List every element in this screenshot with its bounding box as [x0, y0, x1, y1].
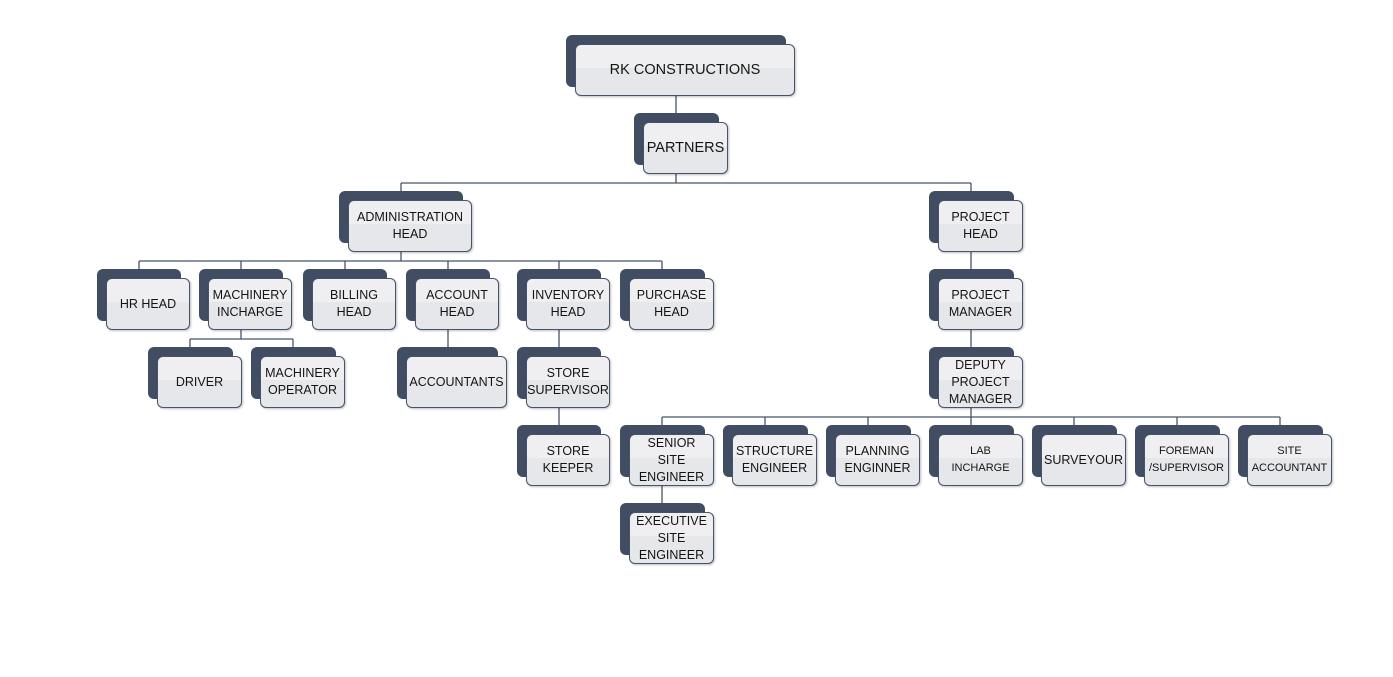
node-partners: PARTNERS	[634, 113, 728, 174]
node-label: FOREMAN /SUPERVISOR	[1149, 445, 1224, 474]
node-administration-head: ADMINISTRATION HEAD	[339, 191, 472, 252]
node-label: RK CONSTRUCTIONS	[609, 61, 761, 78]
node-rk-constructions: RK CONSTRUCTIONS	[566, 35, 795, 96]
node-label: STRUCTURE ENGINEER	[735, 444, 814, 475]
node-project-head: PROJECT HEAD	[929, 191, 1023, 252]
node-label: STORE KEEPER	[542, 444, 594, 475]
node-label: INVENTORY HEAD	[531, 288, 605, 319]
node-inventory-head: INVENTORY HEAD	[517, 269, 610, 330]
node-label: LAB INCHARGE	[951, 445, 1010, 474]
node-label: DRIVER	[175, 374, 224, 389]
node-structure-engineer: STRUCTURE ENGINEER	[723, 425, 817, 486]
node-project-manager: PROJECT MANAGER	[929, 269, 1023, 330]
node-foreman-supervisor: FOREMAN /SUPERVISOR	[1135, 425, 1229, 486]
node-purchase-head: PURCHASE HEAD	[620, 269, 714, 330]
node-label: ACCOUNTANTS	[409, 374, 504, 389]
node-label: BILLING HEAD	[330, 288, 378, 319]
node-label: EXECUTIVE SITE ENGINEER	[636, 513, 707, 562]
node-label: SENIOR SITE ENGINEER	[638, 435, 705, 484]
node-label: SITE ACCOUNTANT	[1251, 445, 1328, 474]
node-executive-site-engineer: EXECUTIVE SITE ENGINEER	[620, 503, 714, 564]
node-site-accountant: SITE ACCOUNTANT	[1238, 425, 1332, 486]
node-store-supervisor: STORE SUPERVISOR	[517, 347, 610, 408]
node-account-head: ACCOUNT HEAD	[406, 269, 499, 330]
node-label: SURVEYOUR	[1044, 452, 1123, 467]
node-surveyour: SURVEYOUR	[1032, 425, 1126, 486]
node-driver: DRIVER	[148, 347, 242, 408]
node-store-keeper: STORE KEEPER	[517, 425, 610, 486]
node-lab-incharge: LAB INCHARGE	[929, 425, 1023, 486]
node-hr-head: HR HEAD	[97, 269, 190, 330]
node-senior-site-engineer: SENIOR SITE ENGINEER	[620, 425, 714, 486]
node-label: PROJECT HEAD	[951, 210, 1010, 241]
node-label: STORE SUPERVISOR	[527, 366, 609, 397]
node-label: HR HEAD	[119, 296, 177, 311]
node-label: PARTNERS	[646, 139, 725, 156]
node-label: PLANNING ENGINNER	[844, 444, 911, 475]
node-accountants: ACCOUNTANTS	[397, 347, 507, 408]
node-deputy-project-manager: DEPUTY PROJECT MANAGER	[929, 347, 1023, 408]
node-machinery-operator: MACHINERY OPERATOR	[251, 347, 345, 408]
node-label: DEPUTY PROJECT MANAGER	[948, 357, 1013, 406]
node-label: MACHINERY OPERATOR	[265, 366, 340, 397]
node-machinery-incharge: MACHINERY INCHARGE	[199, 269, 292, 330]
node-label: MACHINERY INCHARGE	[212, 288, 288, 319]
node-planning-enginner: PLANNING ENGINNER	[826, 425, 920, 486]
node-label: ADMINISTRATION HEAD	[356, 210, 464, 241]
node-billing-head: BILLING HEAD	[303, 269, 396, 330]
node-label: PURCHASE HEAD	[636, 288, 707, 319]
node-label: PROJECT MANAGER	[948, 288, 1013, 319]
node-label: ACCOUNT HEAD	[426, 288, 488, 319]
